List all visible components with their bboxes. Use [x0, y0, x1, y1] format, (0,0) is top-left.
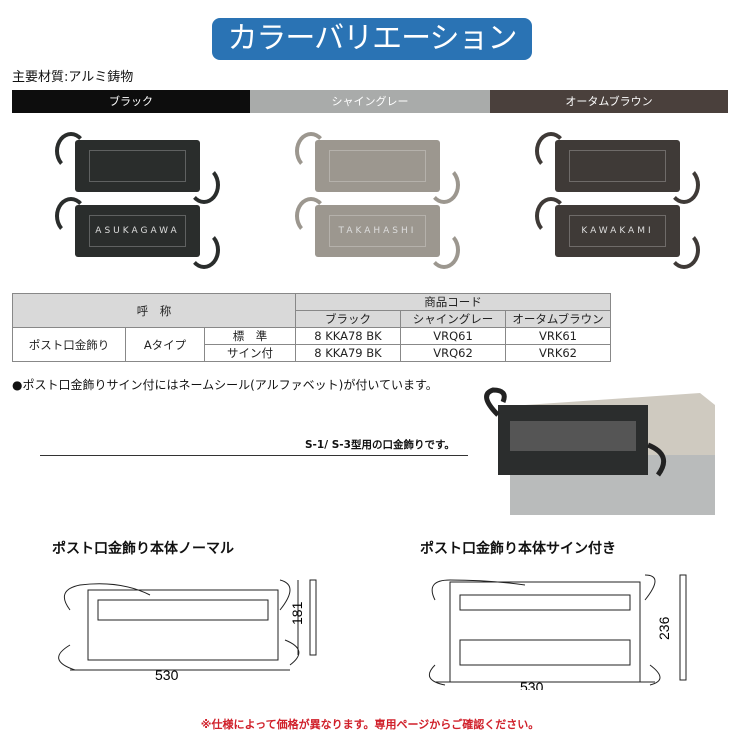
cell-variant: 標 準: [204, 327, 296, 345]
scroll-ornament: [428, 231, 460, 269]
scroll-ornament: [55, 197, 87, 235]
width-dim: 530: [520, 679, 544, 690]
scroll-ornament: [55, 132, 87, 170]
header-code: 商品コード: [295, 293, 611, 311]
cell-code: VRQ62: [400, 344, 506, 362]
scroll-ornament: [188, 231, 220, 269]
scroll-ornament: [428, 166, 460, 204]
mailbox-photo: [484, 387, 715, 515]
note-text: ●ポスト口金飾りサイン付にはネームシール(アルファベット)が付いています。: [12, 378, 438, 392]
header-grey: シャイングレー: [400, 310, 506, 328]
diagram-sign: 530 236: [428, 574, 687, 690]
color-header-grey: シャイングレー: [250, 90, 490, 113]
name-plate: [329, 150, 426, 182]
cell-code: 8 KKA78 BK: [295, 327, 401, 345]
caption: S-1/ S-3型用の口金飾りです。: [305, 439, 455, 451]
cell-code: VRK62: [505, 344, 611, 362]
header-black: ブラック: [295, 310, 401, 328]
name-plate: KAWAKAMI: [569, 215, 666, 247]
product-image-normal: [55, 132, 220, 204]
scroll-ornament: [535, 197, 567, 235]
material-label: 主要材質:アルミ鋳物: [12, 70, 134, 85]
diagram-normal: 530 181: [58, 579, 317, 683]
cell-code: VRQ61: [400, 327, 506, 345]
scroll-ornament: [535, 132, 567, 170]
scroll-ornament: [295, 197, 327, 235]
page-title: カラーバリエーション: [212, 18, 532, 60]
name-plate: TAKAHASHI: [329, 215, 426, 247]
scroll-ornament: [188, 166, 220, 204]
footer-note: ※仕様によって価格が異なります。専用ページからご確認ください。: [200, 718, 540, 731]
product-image-sign: ASUKAGAWA: [55, 197, 220, 269]
product-image-sign: TAKAHASHI: [295, 197, 460, 269]
cell-type: Aタイプ: [125, 327, 205, 362]
diagram-title-normal: ポスト口金飾り本体ノーマル: [52, 541, 234, 557]
name-plate: [569, 150, 666, 182]
product-image-normal: [295, 132, 460, 204]
table-row: ポスト口金飾り Aタイプ 標 準 8 KKA78 BK VRQ61 VRK61: [12, 327, 611, 362]
divider: [40, 455, 468, 456]
table-row: サイン付 8 KKA79 BK VRQ62 VRK62: [13, 344, 611, 362]
header-brown: オータムブラウン: [505, 310, 611, 328]
name-plate: ASUKAGAWA: [89, 215, 186, 247]
cell-code: VRK61: [505, 327, 611, 345]
width-dim: 530: [155, 667, 179, 683]
product-code-table: 呼 称 商品コード ブラック シャイングレー オータムブラウン ポスト口金飾り …: [12, 293, 611, 362]
color-header-brown: オータムブラウン: [490, 90, 728, 113]
color-header-black: ブラック: [12, 90, 250, 113]
product-image-sign: KAWAKAMI: [535, 197, 700, 269]
scroll-ornament: [668, 231, 700, 269]
scroll-ornament: [668, 166, 700, 204]
scroll-ornament: [295, 132, 327, 170]
height-dim: 181: [289, 601, 305, 625]
cell-variant: サイン付: [204, 344, 296, 362]
cell-product: ポスト口金飾り: [12, 327, 126, 362]
name-plate: [89, 150, 186, 182]
product-image-normal: [535, 132, 700, 204]
diagram-title-sign: ポスト口金飾り本体サイン付き: [420, 541, 616, 557]
height-dim: 236: [656, 616, 672, 640]
cell-code: 8 KKA79 BK: [295, 344, 401, 362]
header-name: 呼 称: [12, 293, 296, 328]
